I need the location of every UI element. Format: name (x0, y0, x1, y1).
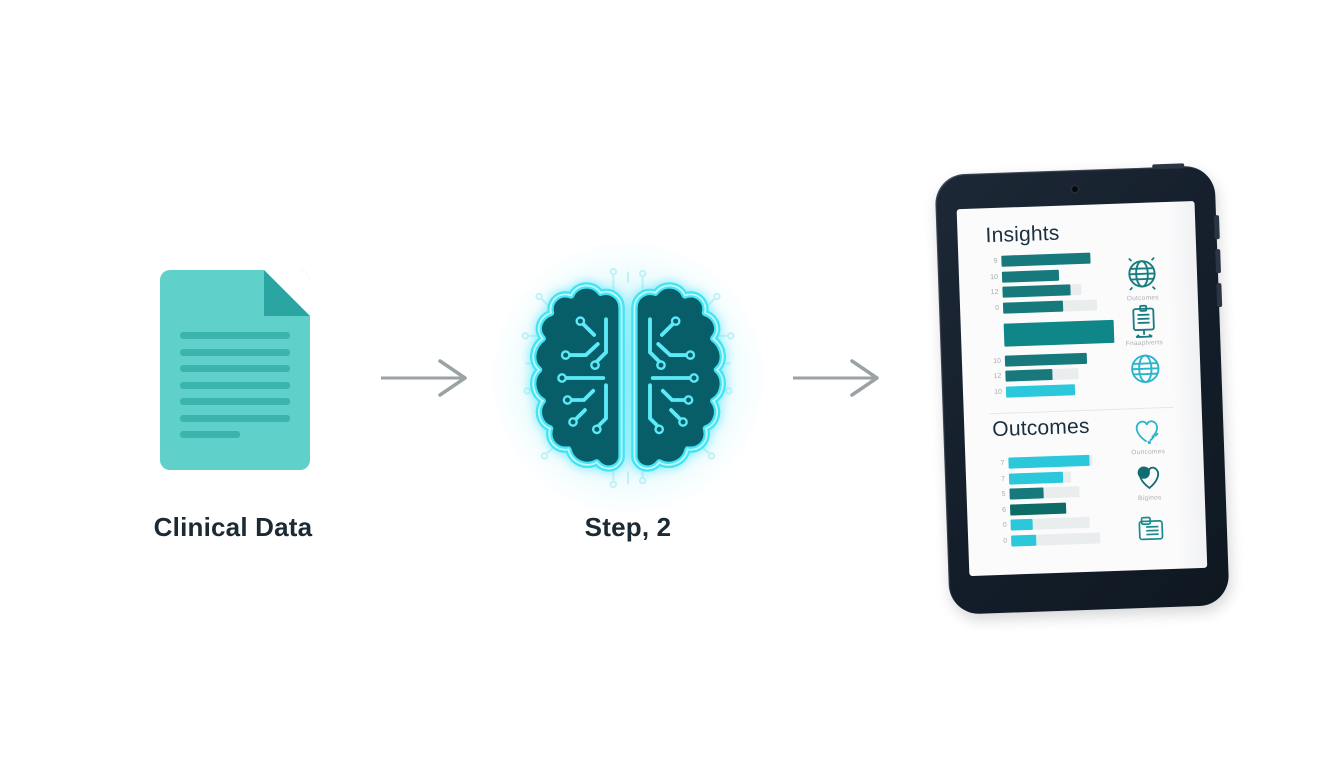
bar-row: 12 (986, 367, 1115, 382)
circuit-brain-icon (521, 267, 735, 489)
insights-heading: Insights (985, 221, 1060, 248)
step-label: Step, 2 (584, 512, 672, 542)
bar-row (985, 319, 1115, 347)
flow-arrow-icon (381, 359, 467, 397)
half-heart-icon (1124, 460, 1175, 499)
section-divider (989, 406, 1174, 415)
bar-row: 10 (986, 351, 1115, 367)
clinical-data-label: Clinical Data (153, 512, 313, 542)
bar-row: 5 (990, 485, 1098, 500)
tablet-volume-button (1213, 215, 1220, 240)
globe-ticks-icon (1116, 254, 1167, 299)
document-icon (160, 270, 310, 470)
globe-icon (1120, 349, 1171, 394)
tablet-camera-icon (1071, 186, 1079, 193)
outcomes-heading: Outcomes (991, 414, 1090, 442)
tablet-volume-button (1215, 249, 1222, 274)
tablet-power-button (1152, 163, 1185, 170)
icon-label: Ouncomes (1131, 448, 1166, 457)
heart-pulse-icon (1122, 414, 1173, 453)
flow-arrow-icon (793, 359, 879, 397)
bar-row: 7 (989, 454, 1097, 470)
clipboard-icon (1125, 512, 1176, 553)
document-fold-corner (264, 270, 310, 316)
document-text-lines (180, 332, 300, 448)
bar-row: 0 (992, 531, 1101, 547)
icon-label: Outcomes (1126, 294, 1159, 303)
bar-row: 6 (991, 501, 1099, 516)
icon-label: Fnaaplverts (1125, 339, 1164, 348)
bar-row: 12 (983, 283, 1112, 298)
icon-label: Biginos (1137, 494, 1162, 503)
bar-row: 10 (983, 267, 1112, 283)
bar-row: 0 (984, 298, 1113, 314)
bar-row: 7 (990, 470, 1098, 485)
presentation-board-icon (1118, 303, 1169, 346)
bar-row: 9 (982, 252, 1111, 267)
tablet-side-button (1216, 283, 1223, 308)
bar-row: 0 (991, 516, 1099, 531)
bar-row: 10 (987, 382, 1116, 398)
